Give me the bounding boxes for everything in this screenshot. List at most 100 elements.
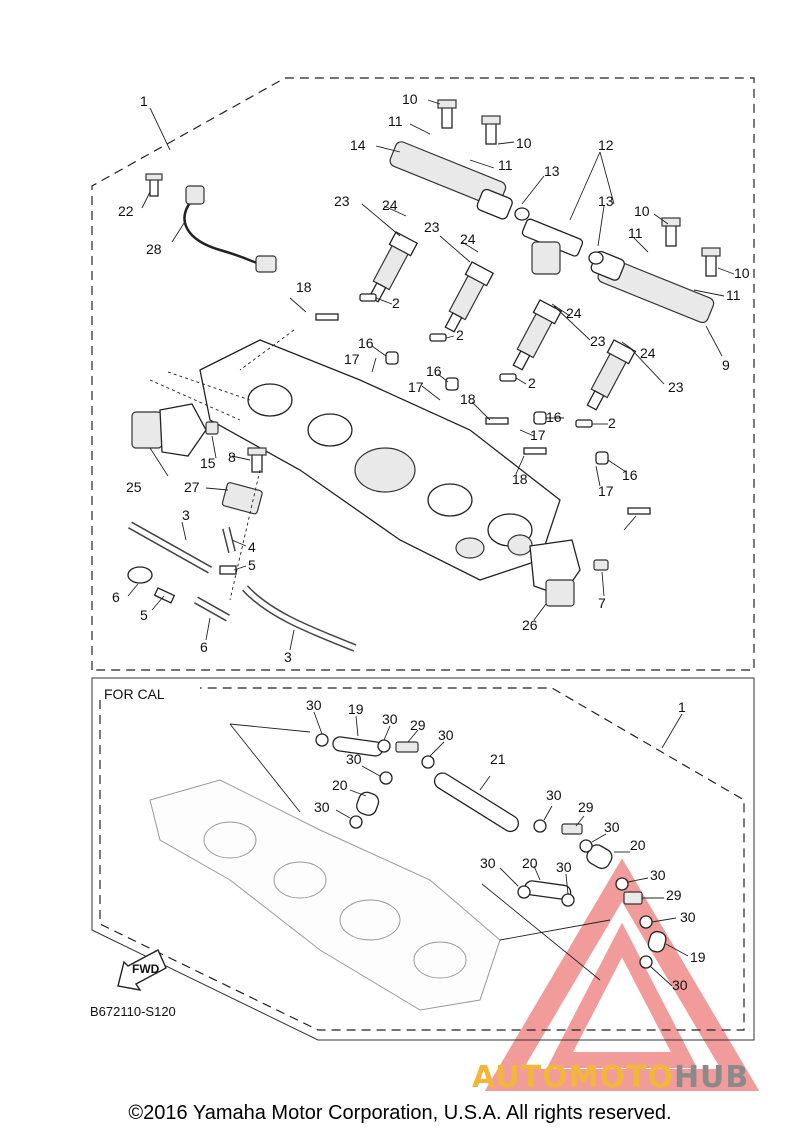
callout: 7: [598, 595, 606, 611]
callout: 3: [284, 649, 292, 665]
throttle-sensor-26: [529, 539, 581, 607]
callout: 26: [522, 617, 538, 633]
bolt-15: [205, 421, 219, 435]
callout: 17: [344, 351, 360, 367]
callout: 16: [546, 409, 562, 425]
upper-leaders: [127, 99, 735, 651]
callout: 21: [490, 751, 506, 767]
callout: 16: [426, 363, 442, 379]
callout-numbers: 10 11 14 12 10 11 13 13 10 11 10 11 9 22…: [112, 91, 750, 993]
callout: 11: [388, 113, 403, 129]
callout: 4: [248, 539, 256, 555]
callout: 9: [722, 357, 730, 373]
cal-hose-21: [433, 772, 520, 833]
watermark-logo: AUTOMOTOHUB: [472, 1060, 749, 1095]
callout: 30: [382, 711, 398, 727]
copyright-notice: ©2016 Yamaha Motor Corporation, U.S.A. A…: [128, 1102, 672, 1124]
bolt-10-a: [437, 99, 457, 129]
bolt-10-c: [661, 217, 681, 247]
injector-4: [586, 339, 637, 411]
callout: 24: [460, 231, 476, 247]
cal-hose-20-a: [356, 791, 380, 816]
cal-joint-29-b: [561, 823, 583, 835]
hose-6-a: [127, 566, 153, 584]
callout: 14: [350, 137, 366, 153]
callout: 11: [628, 225, 643, 241]
cal-joint-29-a: [395, 741, 419, 753]
callout: 10: [402, 91, 418, 107]
callout: 5: [248, 557, 256, 573]
callout: 20: [522, 855, 538, 871]
callout: 20: [332, 777, 348, 793]
callout: 29: [410, 717, 426, 733]
callout: 29: [666, 887, 682, 903]
joint-5-b: [153, 587, 176, 604]
callout: 30: [556, 859, 572, 875]
sensor-27: [221, 482, 263, 515]
fwd-arrow-icon: [117, 949, 167, 991]
fuel-t-joint: [514, 207, 604, 275]
callout: 29: [578, 799, 594, 815]
cal-hose-19-b: [647, 930, 667, 953]
callout: 28: [146, 241, 162, 257]
cap-16: [385, 351, 609, 465]
hose-4: [222, 527, 236, 553]
callout: 5: [140, 607, 148, 623]
callout: 30: [680, 909, 696, 925]
callout: 3: [182, 507, 190, 523]
cal-joint-29-c: [623, 891, 643, 905]
callout: 2: [528, 375, 536, 391]
callout: 24: [382, 197, 398, 213]
callout: 12: [598, 137, 614, 153]
injector-2: [444, 261, 495, 333]
callout: 6: [200, 639, 208, 655]
fuel-rail-right: [590, 250, 715, 324]
callout: 27: [184, 479, 200, 495]
callout: 30: [314, 799, 330, 815]
callout: 30: [546, 787, 562, 803]
callout: 23: [668, 379, 684, 395]
callout: 16: [622, 467, 638, 483]
callout: 23: [424, 219, 440, 235]
watermark-part2: HUB: [673, 1060, 750, 1095]
screws-18: [315, 313, 651, 515]
callout: 23: [590, 333, 606, 349]
seals-2: [359, 293, 593, 428]
callout: 2: [456, 327, 464, 343]
callout: 24: [566, 305, 582, 321]
throttle-sensor-25: [131, 403, 207, 457]
hose-3-b: [242, 585, 357, 652]
cal-frame-label: 1: [678, 699, 686, 715]
cal-leaders: [229, 711, 689, 987]
watermark-part1: AUTOMOTO: [472, 1060, 674, 1095]
callout: 20: [630, 837, 646, 853]
callout: 23: [334, 193, 350, 209]
callout: 2: [392, 295, 400, 311]
fuel-rail-left: [389, 141, 513, 220]
callout: 22: [118, 203, 134, 219]
fwd-label: FWD: [132, 962, 160, 976]
callout: 30: [650, 867, 666, 883]
joint-5-a: [219, 565, 237, 575]
callout: 18: [460, 391, 476, 407]
frame-label: 1: [140, 93, 148, 109]
bolt-10-b: [481, 115, 501, 145]
callout: 30: [346, 751, 362, 767]
bolt-7: [593, 559, 609, 571]
callout: 13: [598, 193, 614, 209]
callout: 13: [544, 163, 560, 179]
sensor-harness-28: [183, 185, 277, 273]
bolt-10-d: [701, 247, 721, 277]
callout: 30: [438, 727, 454, 743]
callout: 30: [306, 697, 322, 713]
callout: 17: [598, 483, 614, 499]
callout: 10: [516, 135, 532, 151]
callout: 30: [672, 977, 688, 993]
callout: 6: [112, 589, 120, 605]
parts-diagram: 1 1: [91, 77, 760, 1091]
hose-6-b: [194, 596, 230, 622]
callout: 18: [512, 471, 528, 487]
cal-throttle-body-ghost: [149, 779, 501, 1011]
callout: 30: [604, 819, 620, 835]
callout: 17: [530, 427, 546, 443]
